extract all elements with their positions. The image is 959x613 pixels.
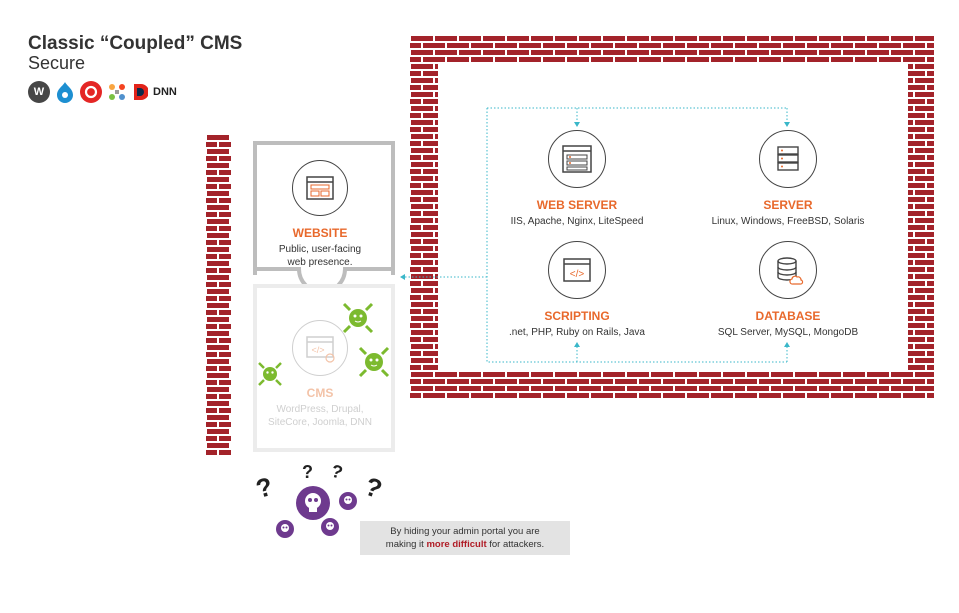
cms-logo-row: W DNN [28,81,177,103]
svg-text:</>: </> [311,345,324,355]
page-title: Classic “Coupled” CMS [28,33,243,54]
database-node: DATABASE SQL Server, MySQL, MongoDB [678,241,898,339]
drupal-logo-icon [54,81,76,103]
bug-icon [342,302,374,334]
skull-icon [276,520,294,538]
attacker-note: By hiding your admin portal you are maki… [360,521,570,555]
note-highlight: more difficult [426,539,487,550]
note-after: for attackers. [486,539,545,550]
scripting-node: </> SCRIPTING .net, PHP, Ruby on Rails, … [467,241,687,339]
bug-icon [258,362,282,386]
web-server-icon [548,130,606,188]
website-desc-line1: Public, user-facing [278,244,362,255]
database-label: DATABASE [755,309,821,323]
scripting-desc: .net, PHP, Ruby on Rails, Java [509,327,645,338]
server-desc: Linux, Windows, FreeBSD, Solaris [711,216,865,227]
web-server-label: WEB SERVER [536,198,618,212]
secure-zone [438,62,908,371]
cms-node: </> CMS WordPress, Drupal, SiteCore, Joo… [210,320,430,429]
cms-desc-line1: WordPress, Drupal, [276,404,364,415]
dnn-logo-icon [132,81,148,103]
svg-text:</>: </> [570,269,585,280]
web-server-desc: IIS, Apache, Nginx, LiteSpeed [510,216,644,227]
skull-icon [321,518,339,536]
website-desc-line2: web presence. [287,257,353,268]
cms-label: CMS [306,386,334,400]
browser-window-icon [292,160,348,216]
website-desc: Public, user-facing web presence. [210,243,430,269]
question-mark-icon: ? [361,471,386,505]
note-line1: By hiding your admin portal you are [390,526,540,537]
code-window-icon: </> [548,241,606,299]
question-mark-icon: ? [253,471,276,504]
side-brick-wall [206,134,231,456]
skull-icon [296,486,330,520]
dnn-logo-text: DNN [153,86,177,98]
note-middle: making it [385,539,427,550]
note-line2: making it more difficult for attackers. [360,538,570,551]
scripting-label: SCRIPTING [544,309,610,323]
web-server-node: WEB SERVER IIS, Apache, Nginx, LiteSpeed [467,130,687,228]
question-mark-icon: ? [302,462,313,482]
website-node: WEBSITE Public, user-facing web presence… [210,160,430,269]
sitecore-logo-icon [80,81,102,103]
server-node: SERVER Linux, Windows, FreeBSD, Solaris [678,130,898,228]
server-label: SERVER [763,198,813,212]
page-subtitle: Secure [28,53,86,73]
cms-code-icon: </> [292,320,348,376]
server-icon [759,130,817,188]
cms-desc: WordPress, Drupal, SiteCore, Joomla, DNN [210,403,430,429]
joomla-logo-icon [106,81,128,103]
bug-icon [358,346,390,378]
wordpress-logo-icon: W [28,81,50,103]
question-mark-icon: ? [329,461,345,483]
skull-icon [339,492,357,510]
website-label: WEBSITE [292,226,348,240]
database-desc: SQL Server, MySQL, MongoDB [717,327,859,338]
cms-desc-line2: SiteCore, Joomla, DNN [268,417,372,428]
database-icon [759,241,817,299]
